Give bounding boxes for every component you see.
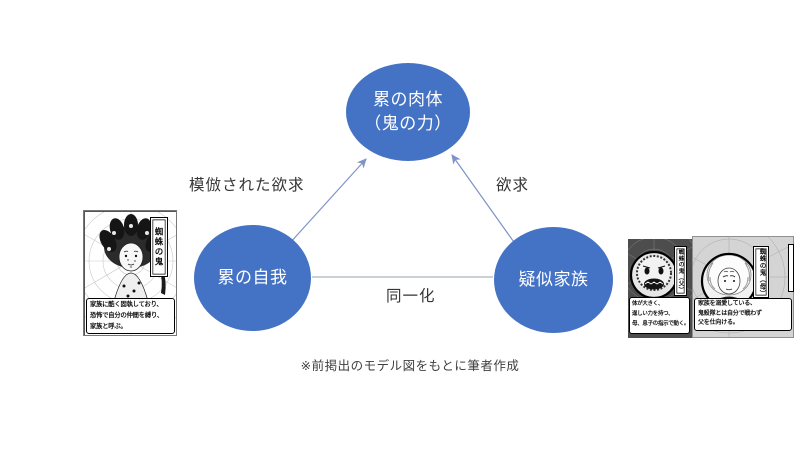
node-rui-body-line2: （鬼の力） bbox=[364, 114, 452, 133]
card-description-line: 家族を溺愛している、 bbox=[698, 301, 756, 307]
card-title-box: 蜘蛛の鬼 bbox=[150, 217, 168, 277]
card-description-box: 家族を溺愛している、 鬼殺隊とは自分で戦わず 父を仕向ける。 bbox=[694, 298, 792, 331]
card-title-box: 蜘蛛の鬼（母） bbox=[753, 246, 769, 298]
node-rui-body-line1: 累の肉体 bbox=[373, 90, 443, 110]
card-description-line: 恐怖で自分の仲間を縛り、 bbox=[90, 311, 163, 319]
arrow-imitated-desire bbox=[288, 158, 367, 245]
card-description-box: 体が大きく、 逞しい力を持つ、 母、息子の指示で動く。 bbox=[629, 297, 690, 334]
card-description-box: 家族に酷く固執しており、 恐怖で自分の仲間を縛り、 家族と呼ぶ。 bbox=[86, 298, 175, 334]
edge-label-identification: 同一化 bbox=[386, 288, 436, 305]
edge-label-imitated-desire: 模倣された欲求 bbox=[189, 177, 305, 194]
left-manga-card: 蜘蛛の鬼 家族に酷く固執しており、 恐怖で自分の仲間を縛り、 家族と呼ぶ。 bbox=[83, 210, 177, 336]
card-description-line: 体が大きく、 bbox=[632, 301, 664, 307]
card-description-line: 家族に酷く固執しており、 bbox=[90, 301, 163, 308]
arrow-desire bbox=[451, 154, 517, 246]
card-description-line: 鬼殺隊とは自分で戦わず bbox=[698, 310, 762, 317]
right-manga-card-group: 蜘蛛の鬼（父） 体が大きく、 逞しい力を持つ、 母、息子の指示で動く。 bbox=[628, 232, 794, 338]
caption-source-note: ※前掲出のモデル図をもとに筆者作成 bbox=[300, 359, 520, 373]
node-rui-ego: 累の自我 bbox=[194, 225, 311, 331]
father-face bbox=[642, 265, 666, 290]
node-pseudo-family-label: 疑似家族 bbox=[518, 270, 589, 290]
edge-label-desire: 欲求 bbox=[496, 177, 530, 194]
card-description-line: 家族と呼ぶ。 bbox=[90, 322, 127, 330]
partial-card-title-box bbox=[788, 244, 794, 292]
node-rui-ego-label: 累の自我 bbox=[217, 268, 288, 288]
card-title-box: 蜘蛛の鬼（父） bbox=[674, 246, 687, 296]
node-pseudo-family: 疑似家族 bbox=[494, 227, 613, 333]
card-description-line: 父を仕向ける。 bbox=[698, 320, 739, 327]
card-description-line: 母、息子の指示で動く。 bbox=[632, 321, 690, 327]
card-description-line: 逞しい力を持つ、 bbox=[632, 311, 674, 317]
node-rui-body: 累の肉体 （鬼の力） bbox=[346, 63, 470, 161]
spider-demon-father-card: 蜘蛛の鬼（父） 体が大きく、 逞しい力を持つ、 母、息子の指示で動く。 bbox=[628, 239, 692, 338]
spider-demon-mother-card: 蜘蛛の鬼（母） 家族を溺愛している、 鬼殺隊とは自分で戦わず 父を仕向ける。 bbox=[692, 236, 794, 338]
